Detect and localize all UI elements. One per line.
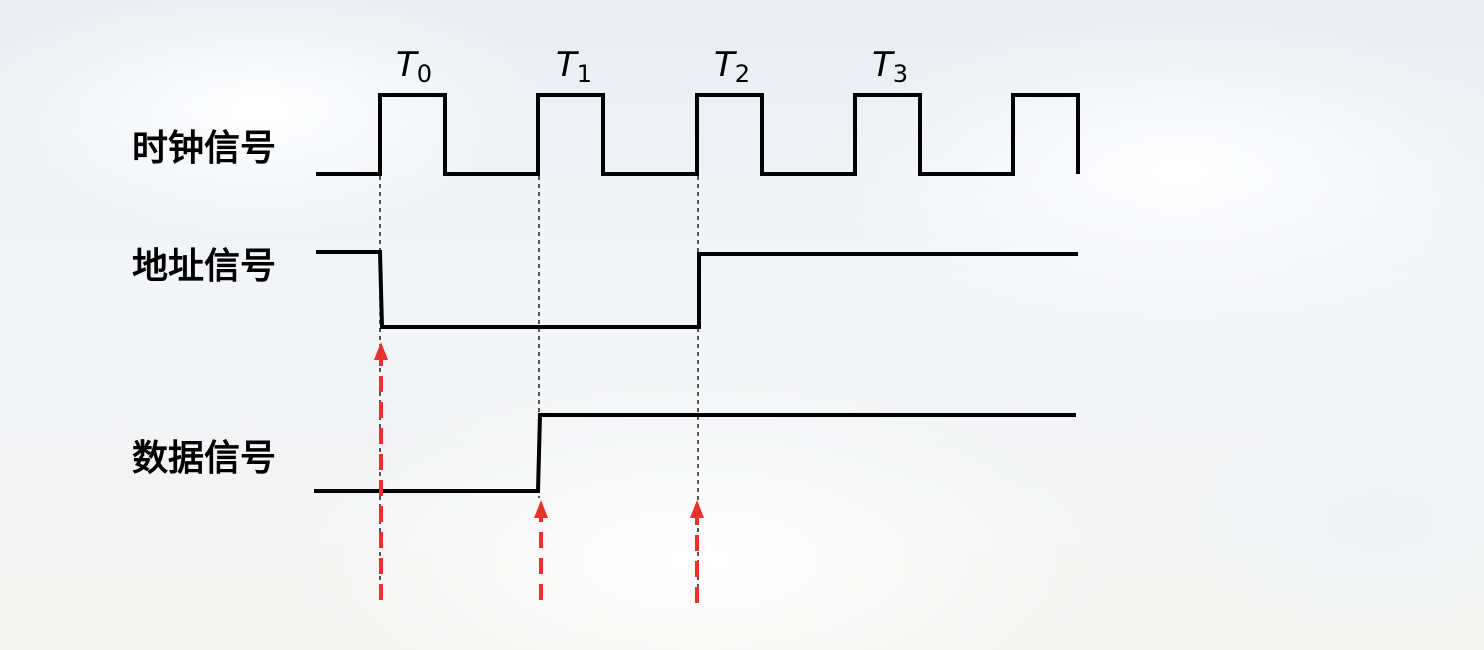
clock-signal-label: 时钟信号	[132, 128, 276, 169]
clock-waveform	[316, 93, 1080, 176]
arrow-data-valid	[534, 500, 548, 600]
arrow-up-icon	[534, 500, 548, 518]
arrow-address-latch	[374, 342, 388, 600]
data-waveform	[314, 413, 1076, 493]
data-signal-label: 数据信号	[132, 438, 276, 479]
address-waveform	[316, 250, 1078, 329]
address-signal-label: 地址信号	[132, 246, 276, 287]
period-label-t0: T0	[396, 45, 432, 88]
arrow-up-icon	[374, 342, 388, 360]
arrow-up-icon	[690, 500, 704, 518]
period-label-t1: T1	[556, 45, 592, 88]
period-label-t3: T3	[872, 45, 908, 88]
period-label-t2: T2	[714, 45, 750, 88]
arrow-address-change	[690, 500, 704, 603]
